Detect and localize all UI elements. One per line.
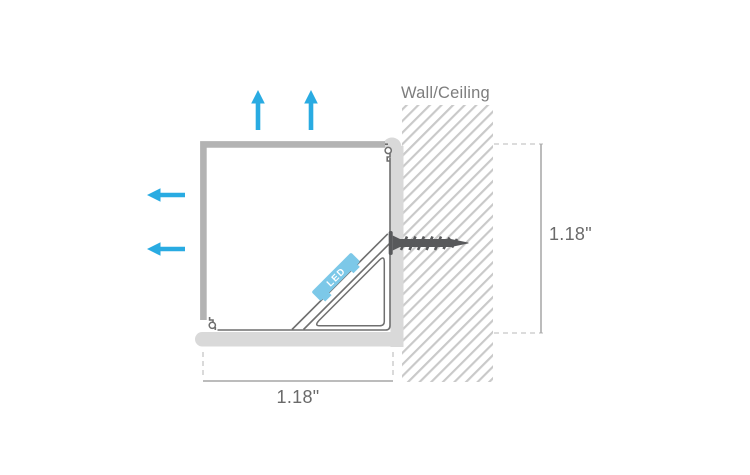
screw-icon <box>388 231 469 255</box>
arrow-up-icon <box>251 90 265 130</box>
cavity-triangle <box>315 257 386 327</box>
arrow-left-icon <box>147 188 185 202</box>
profile-outline <box>217 158 391 331</box>
width-dimension: 1.18" <box>202 352 394 407</box>
profile-hook-bottom-left <box>208 317 217 330</box>
profile-hook-top-right <box>384 143 393 162</box>
light-direction-arrows <box>147 90 318 256</box>
screw-threads <box>399 235 459 251</box>
width-dimension-label: 1.18" <box>277 387 320 407</box>
height-dimension: 1.18" <box>494 143 592 334</box>
profile-diffuser-bars <box>200 141 385 320</box>
arrow-up-icon <box>304 90 318 130</box>
height-dimension-label: 1.18" <box>549 224 592 244</box>
arrow-left-icon <box>147 242 185 256</box>
wall-ceiling-label: Wall/Ceiling <box>401 84 490 102</box>
